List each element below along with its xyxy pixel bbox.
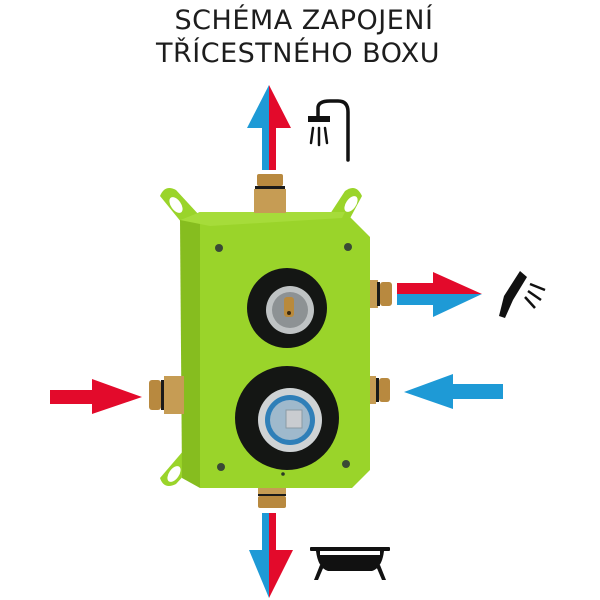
fitting-top	[254, 174, 286, 213]
screw-icon	[217, 463, 225, 471]
hand-shower-icon	[499, 271, 546, 318]
fitting-right-lower	[370, 376, 390, 404]
screw-icon	[344, 243, 352, 251]
shower-outlet-arrow	[247, 85, 291, 170]
hand-shower-outlet-arrow	[397, 272, 482, 317]
fitting-bottom	[258, 488, 286, 508]
bathtub-outlet-arrow	[249, 513, 293, 598]
cold-inlet-arrow	[404, 374, 503, 409]
shower-head-icon	[308, 99, 350, 162]
diagram-title-line-2: TŘÍCESTNÉHO BOXU	[156, 38, 440, 69]
diagram-title-line-1: SCHÉMA ZAPOJENÍ	[174, 5, 434, 36]
fitting-right-upper	[370, 280, 392, 308]
screw-icon	[215, 244, 223, 252]
bathtub-icon	[310, 547, 390, 580]
mixer-cartridge-port	[235, 366, 339, 470]
mixing-box	[149, 174, 392, 508]
screw-icon	[342, 460, 350, 468]
fitting-left	[149, 376, 184, 414]
hot-inlet-arrow	[50, 379, 142, 414]
diverter-valve-port	[247, 268, 327, 348]
